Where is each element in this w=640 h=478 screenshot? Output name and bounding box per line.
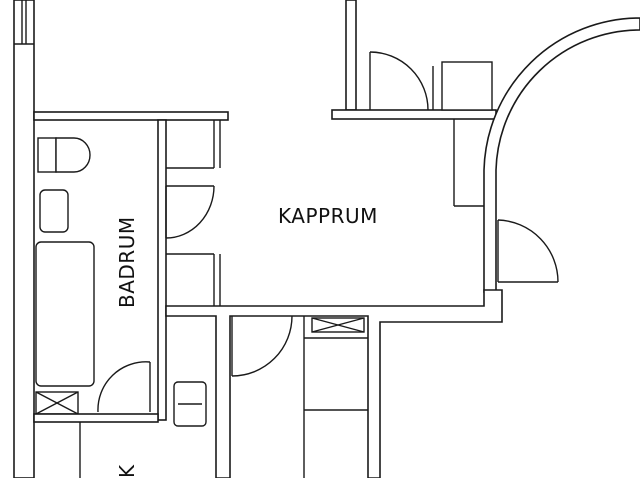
toilet <box>37 137 91 173</box>
curved-wall <box>483 17 640 293</box>
corridor-door <box>231 315 293 377</box>
washbasin <box>39 189 69 233</box>
bathroom-cabinet <box>35 391 79 415</box>
right-door <box>497 219 559 283</box>
lower-wardrobe <box>303 316 368 478</box>
badrum-partition-wall <box>157 119 167 421</box>
closet-row <box>165 120 221 306</box>
room-label-badrum: BADRUM <box>115 216 139 308</box>
upper-partition-walls <box>33 0 497 121</box>
bathtub <box>35 241 95 387</box>
right-wall-stub <box>453 119 484 207</box>
upper-room-door <box>369 51 434 111</box>
small-sink <box>173 381 207 427</box>
room-label-partial: K <box>115 464 139 478</box>
upper-cabinet <box>441 61 493 111</box>
kapprum-lower-wall <box>165 289 503 478</box>
bathroom-door <box>97 361 151 413</box>
room-label-kapprum: KAPPRUM <box>278 204 378 228</box>
left-exterior-wall <box>13 0 35 478</box>
bathroom-lower-wall <box>33 413 159 478</box>
